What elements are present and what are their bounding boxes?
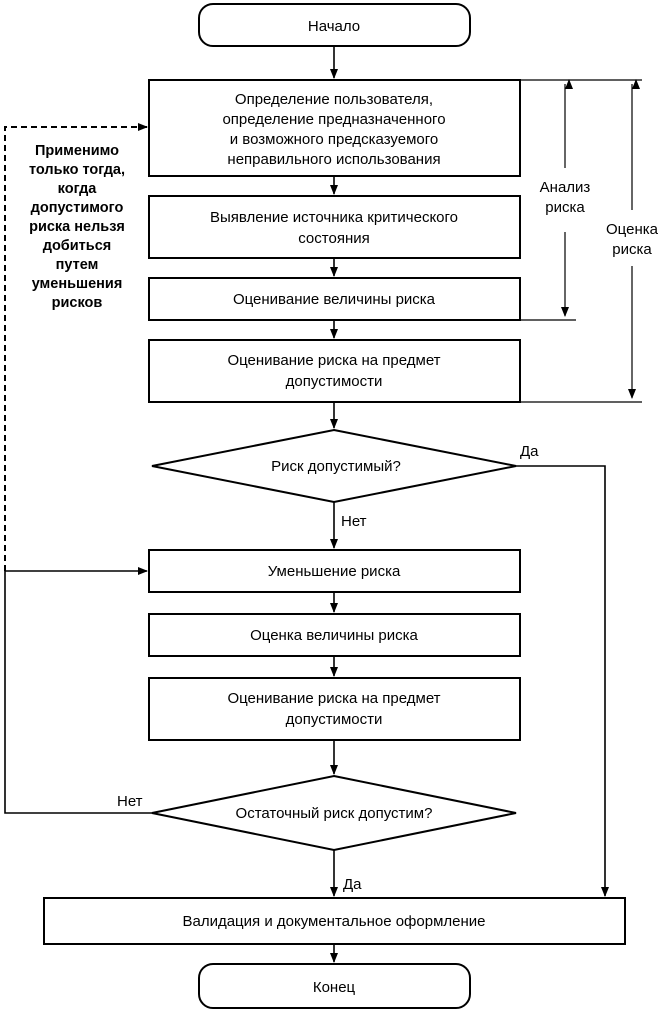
validation-label: Валидация и документальное оформление xyxy=(182,913,485,930)
dashed-path-note: Применимо только тогда, когда допустимог… xyxy=(29,143,125,311)
yes-label-2: Да xyxy=(343,876,362,893)
identify-line-3: и возможного предсказуемого xyxy=(230,131,439,148)
note-line-3: когда xyxy=(58,181,98,197)
no-loop-to-reduce xyxy=(4,567,152,814)
risk-assessment-bracket: Оценка риска xyxy=(520,79,659,403)
evaluate1-line-2: допустимости xyxy=(286,373,383,390)
identify-line-4: неправильного использования xyxy=(227,151,440,168)
validation-documentation-box xyxy=(43,897,626,945)
note-line-8: уменьшения xyxy=(32,276,123,292)
evaluate2-line-1: Оценивание риска на предмет xyxy=(227,690,440,707)
note-line-2: только тогда, xyxy=(29,162,125,178)
start-label: Начало xyxy=(308,18,360,35)
identify-line-1: Определение пользователя, xyxy=(235,91,433,108)
end-label: Конец xyxy=(313,979,356,996)
analysis-label-1: Анализ xyxy=(540,179,591,196)
analysis-label-2: риска xyxy=(545,199,585,216)
evaluate2-line-2: допустимости xyxy=(286,711,383,728)
note-line-1: Применимо xyxy=(35,143,119,159)
decision2-label: Остаточный риск допустим? xyxy=(236,805,433,822)
hazard-line-2: состояния xyxy=(298,230,369,247)
no-label-1: Нет xyxy=(341,513,367,530)
risk-evaluation-box xyxy=(148,339,521,403)
risk-evaluation-2-box xyxy=(148,677,521,741)
note-line-6: добиться xyxy=(43,238,111,254)
risk-reduction-label: Уменьшение риска xyxy=(268,563,401,580)
note-line-9: рисков xyxy=(52,295,103,311)
risk-analysis-bracket: Анализ риска xyxy=(520,79,591,321)
assessment-label-1: Оценка xyxy=(606,221,659,238)
evaluate1-line-1: Оценивание риска на предмет xyxy=(227,352,440,369)
decision1-label: Риск допустимый? xyxy=(271,458,401,475)
yes-path-to-validation xyxy=(516,465,609,897)
yes-label-1: Да xyxy=(520,443,539,460)
note-line-7: путем xyxy=(56,257,99,273)
identify-use-text: Определение пользователя, определение пр… xyxy=(222,91,445,168)
risk-estimation-2-label: Оценка величины риска xyxy=(250,627,418,644)
identify-use-box xyxy=(148,79,521,177)
hazard-line-1: Выявление источника критического xyxy=(210,209,458,226)
risk-estimation-label: Оценивание величины риска xyxy=(233,291,436,308)
no-label-2: Нет xyxy=(117,793,143,810)
note-line-5: риска нельзя xyxy=(29,219,125,235)
risk-reduction-box xyxy=(148,549,521,593)
hazard-identification-box xyxy=(148,195,521,259)
dashed-return-to-identify xyxy=(4,123,148,571)
identify-line-2: определение предназначенного xyxy=(222,111,445,128)
note-line-4: допустимого xyxy=(31,200,124,216)
risk-estimation-box xyxy=(148,277,521,321)
assessment-label-2: риска xyxy=(612,241,652,258)
end-terminal xyxy=(198,963,471,1009)
